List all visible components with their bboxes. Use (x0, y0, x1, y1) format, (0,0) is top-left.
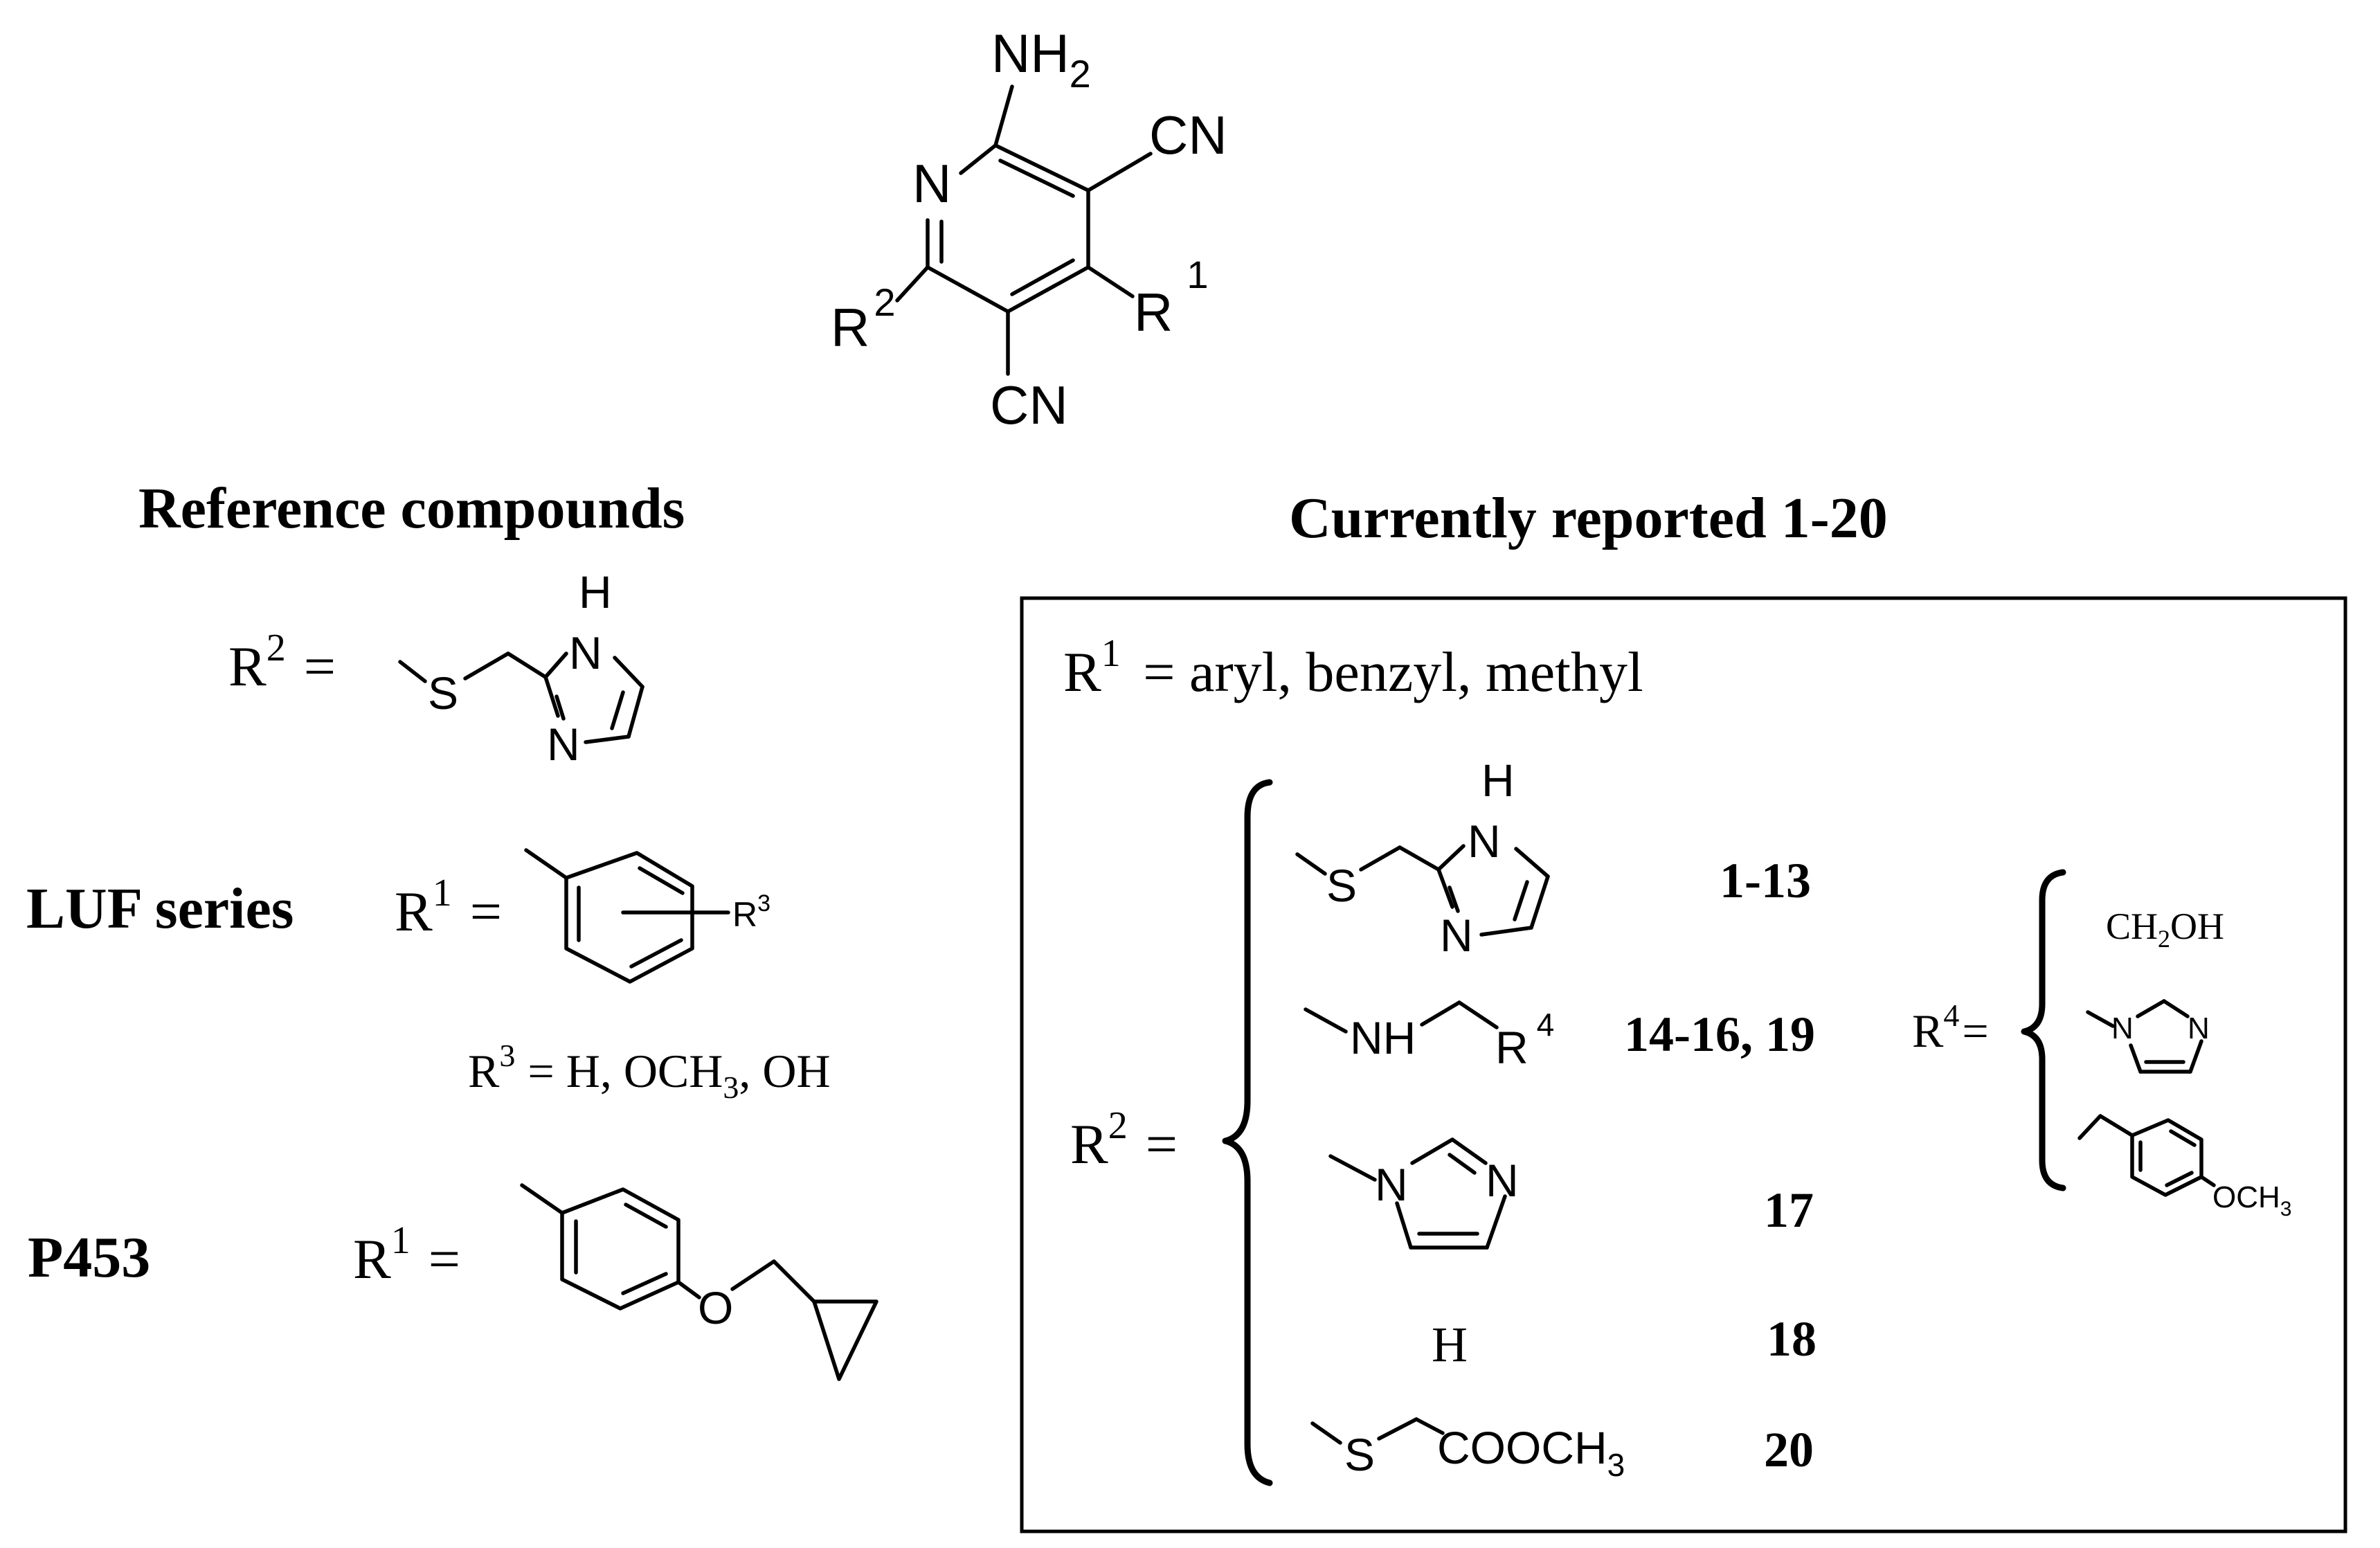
core-cn-top-label: CN (1149, 105, 1227, 165)
opt5-compound-number: 20 (1764, 1422, 1814, 1477)
opt1-compound-numbers: 1-13 (1720, 853, 1811, 908)
opt5-ester-label: COOCH3 (1437, 1422, 1625, 1483)
core-ring-n-label: N (912, 153, 951, 214)
ref-r2-s-atom: S (428, 667, 458, 719)
opt1-nh-atom: N (1468, 816, 1501, 867)
opt1-s-atom: S (1326, 860, 1357, 911)
r4-ch2oh-label: CH2OH (2106, 906, 2224, 953)
r4-label: R4= (1912, 998, 1989, 1057)
opt3-structure (1328, 1137, 1507, 1250)
ref-r2-structure (398, 651, 644, 744)
opt2-nh-label: NH (1350, 1012, 1416, 1063)
luf-r1-label: R1= (395, 872, 502, 943)
heading-reference-compounds: Reference compounds (138, 476, 685, 541)
p453-o-atom: O (698, 1282, 733, 1333)
r4-brace (2021, 869, 2066, 1191)
core-scaffold (895, 84, 1153, 376)
opt3-n3-atom: N (1486, 1155, 1519, 1206)
current-r2-label: R2= (1070, 1104, 1178, 1176)
r4-methoxy-label: OCH3 (2212, 1180, 2291, 1221)
p453-label: P453 (28, 1225, 150, 1290)
opt4-compound-number: 18 (1767, 1311, 1816, 1367)
current-r1-definition: R1 = aryl, benzyl, methyl (1063, 632, 1643, 703)
current-compounds-box (1020, 596, 2347, 1533)
current-r2-brace (1222, 779, 1273, 1486)
opt1-structure (1295, 844, 1550, 937)
r4-imidazole-n3-atom: N (2188, 1011, 2210, 1045)
p453-structure (520, 1183, 878, 1381)
opt3-n1-atom: N (1375, 1159, 1408, 1210)
core-nh2-label: NH2 (991, 23, 1091, 96)
heading-currently-reported: Currently reported 1-20 (1289, 486, 1888, 550)
opt1-h-atom: H (1481, 755, 1515, 806)
r4-imidazole-structure (2086, 999, 2203, 1074)
opt2-compound-numbers: 14-16, 19 (1624, 1007, 1815, 1062)
r4-methoxybenzyl-structure (2077, 1114, 2216, 1197)
luf-series-label: LUF series (26, 876, 294, 941)
ref-r2-n-atom: N (547, 719, 580, 770)
p453-r1-label: R1= (353, 1219, 460, 1290)
ref-r2-nh-atom: N (569, 627, 602, 678)
ref-r2-h-atom: H (579, 566, 612, 618)
core-r1-label: R1 (1134, 253, 1209, 343)
luf-r3-definition: R3= H, OCH3, OH (468, 1038, 831, 1105)
opt5-structure (1310, 1417, 1445, 1445)
opt1-n-atom: N (1440, 910, 1473, 961)
opt4-h-label: H (1432, 1317, 1468, 1372)
ref-r2-label: R2= (228, 627, 336, 698)
opt5-s-atom: S (1344, 1429, 1375, 1480)
core-cn-bottom-label: CN (990, 375, 1068, 435)
opt3-compound-number: 17 (1764, 1182, 1814, 1238)
luf-phenyl-structure (524, 848, 730, 984)
r4-imidazole-n1-atom: N (2111, 1011, 2134, 1045)
opt2-structure (1304, 1000, 1499, 1034)
luf-r3-label: R3 (732, 890, 770, 934)
